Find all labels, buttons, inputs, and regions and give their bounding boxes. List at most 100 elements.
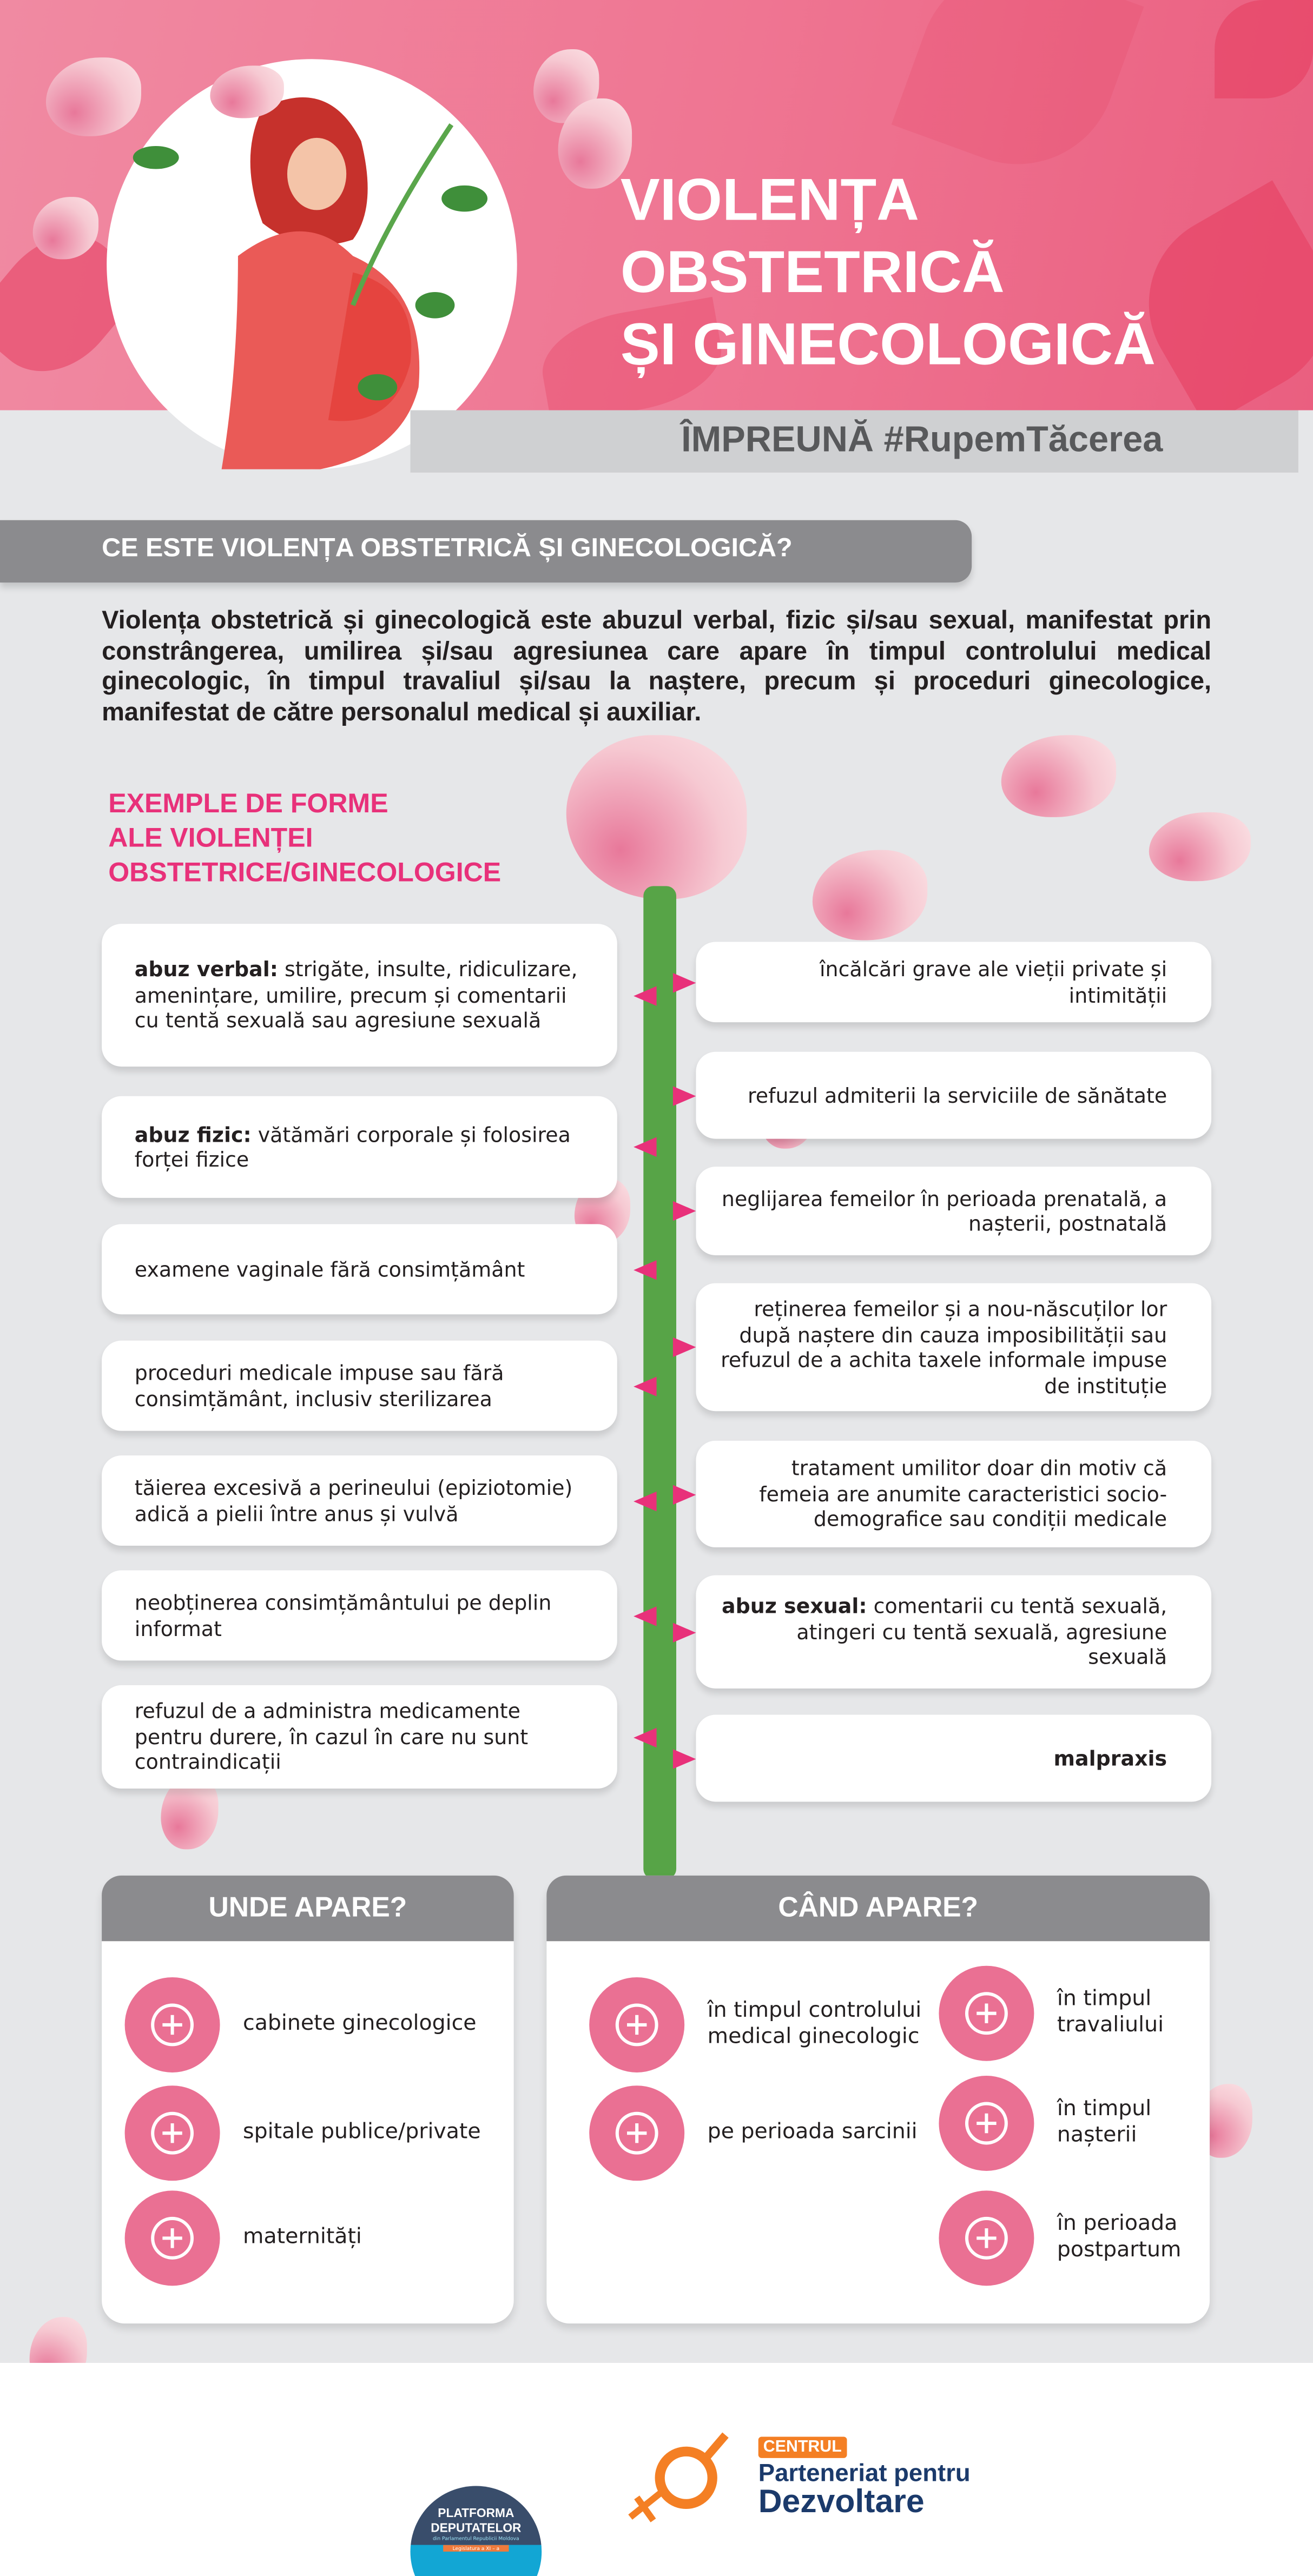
title-line: VIOLENȚA <box>620 165 920 233</box>
page-title: VIOLENȚA OBSTETRICĂ ȘI GINECOLOGICĂ <box>621 164 1156 380</box>
example-text: reținerea femeilor și a nou-născuților l… <box>719 1296 1167 1398</box>
examples-heading: EXEMPLE DE FORME ALE VIOLENȚEI OBSTETRIC… <box>108 787 601 891</box>
location-item: spitale publice/private <box>124 2085 503 2181</box>
item-label: în timpul controlului medical ginecologi… <box>707 1998 922 2050</box>
section-heading: CE ESTE VIOLENȚA OBSTETRICĂ ȘI GINECOLOG… <box>0 520 972 583</box>
when-panel: CÂND APARE? în timpul controlului medica… <box>546 1875 1210 2324</box>
logo-text: Legislatura a XI – a <box>443 2545 509 2552</box>
arrow-icon <box>634 1727 657 1747</box>
pregnant-woman-illustration <box>107 59 517 469</box>
postpartum-icon <box>939 2190 1034 2286</box>
example-card: abuz verbal: strigăte, insulte, ridiculi… <box>102 924 617 1067</box>
example-description: proceduri medicale impuse sau fără consi… <box>134 1360 504 1410</box>
mother-baby-icon <box>124 2190 220 2286</box>
arrow-icon <box>634 1376 657 1396</box>
platforma-deputatelor-logo: PLATFORMA DEPUTATELOR din Parlamentul Re… <box>410 2486 542 2576</box>
heading-line: OBSTETRICE/GINECOLOGICE <box>108 858 502 888</box>
pregnancy-icon <box>589 2085 685 2181</box>
where-heading: UNDE APARE? <box>102 1875 514 1942</box>
gender-symbol-logo-icon <box>624 2425 755 2524</box>
petal-decoration <box>32 197 99 260</box>
logo-text: DEPUTATELOR <box>431 2520 522 2535</box>
location-item: maternități <box>124 2190 503 2286</box>
hospital-bed-icon <box>124 2085 220 2181</box>
example-description: strigăte, insulte, ridiculizare, ameninț… <box>134 957 578 1033</box>
example-description: neobținerea consimțământului pe deplin i… <box>134 1590 552 1640</box>
example-text: refuzul admiterii la serviciile de sănăt… <box>748 1083 1167 1108</box>
flower-icon <box>566 735 747 899</box>
example-label: abuz fizic: <box>134 1121 252 1147</box>
labor-icon <box>939 1965 1034 2061</box>
item-label: în timpul nașterii <box>1057 2097 1152 2148</box>
example-description: încălcări grave ale vieții private și in… <box>820 956 1167 1007</box>
example-card: refuzul admiterii la serviciile de sănăt… <box>696 1051 1212 1139</box>
example-text: tratament umilitor doar din motiv că fem… <box>719 1456 1167 1532</box>
slogan-bar <box>410 410 1298 473</box>
location-item: în timpul nașterii <box>939 2076 1201 2171</box>
example-card: proceduri medicale impuse sau fără consi… <box>102 1340 617 1431</box>
logo-text: PLATFORMA <box>438 2505 514 2521</box>
example-card: refuzul de a administra medicamente pent… <box>102 1685 617 1789</box>
example-description: neglijarea femeilor în perioada prenatal… <box>721 1186 1167 1236</box>
where-panel: UNDE APARE? cabinete ginecologice spitale… <box>102 1875 514 2324</box>
example-card: malpraxis <box>696 1714 1212 1802</box>
example-text: abuz sexual: comentarii cu tentă sexuală… <box>719 1594 1167 1670</box>
definition-text: Violența obstetrică și ginecologică este… <box>102 607 1212 726</box>
item-label: în perioada postpartum <box>1057 2211 1182 2263</box>
example-description: tăierea excesivă a perineului (epiziotom… <box>134 1475 573 1526</box>
title-line: ȘI GINECOLOGICĂ <box>620 310 1156 378</box>
logo-text: din Parlamentul Republicii Moldova <box>433 2535 519 2542</box>
leaf-decoration <box>1215 0 1313 99</box>
petal-decoration <box>1001 735 1117 817</box>
example-label: abuz sexual: <box>722 1593 867 1619</box>
example-card: tăierea excesivă a perineului (epiziotom… <box>102 1455 617 1546</box>
example-description: refuzul admiterii la serviciile de sănăt… <box>748 1082 1167 1108</box>
arrow-icon <box>672 1337 696 1357</box>
example-label: malpraxis <box>1053 1745 1167 1770</box>
example-text: abuz verbal: strigăte, insulte, ridiculi… <box>135 957 595 1034</box>
petal-decoration <box>558 98 632 189</box>
petal-decoration <box>1149 812 1251 882</box>
example-text: examene vaginale fără consimțământ <box>135 1256 525 1282</box>
petal-decoration <box>210 65 284 118</box>
leaf-decoration <box>891 0 1144 192</box>
birth-icon <box>939 2076 1034 2171</box>
item-label: în timpul travaliului <box>1057 1987 1164 2038</box>
item-label: cabinete ginecologice <box>243 2011 477 2037</box>
example-card: examene vaginale fără consimțământ <box>102 1224 617 1315</box>
heading-line: ALE VIOLENȚEI <box>108 824 313 853</box>
example-text: proceduri medicale impuse sau fără consi… <box>135 1360 595 1411</box>
heading-line: EXEMPLE DE FORME <box>108 789 388 819</box>
arrow-icon <box>634 985 657 1005</box>
item-label: pe perioada sarcinii <box>707 2120 918 2145</box>
gynecology-chair-icon <box>124 1977 220 2072</box>
example-card: încălcări grave ale vieții private și in… <box>696 942 1212 1023</box>
logo-text: Dezvoltare <box>758 2484 925 2521</box>
logo-text: Parteneriat pentru <box>758 2459 971 2488</box>
slogan: ÎMPREUNĂ #RupemTăcerea <box>681 418 1163 460</box>
uterus-exam-icon <box>589 1977 685 2072</box>
example-text: încălcări grave ale vieții private și in… <box>719 957 1167 1008</box>
arrow-icon <box>634 1259 657 1280</box>
arrow-icon <box>672 1748 696 1769</box>
example-text: neobținerea consimțământului pe deplin i… <box>135 1590 595 1641</box>
example-description: refuzul de a administra medicamente pent… <box>134 1698 529 1774</box>
example-card: tratament umilitor doar din motiv că fem… <box>696 1440 1212 1548</box>
petal-decoration <box>45 57 141 136</box>
arrow-icon <box>672 1622 696 1642</box>
location-item: în timpul controlului medical ginecologi… <box>589 1977 934 2072</box>
arrow-icon <box>672 1484 696 1504</box>
petal-decoration <box>812 850 928 941</box>
example-card: abuz fizic: vătămări corporale și folosi… <box>102 1096 617 1198</box>
example-description: vătămări corporale și folosirea forței f… <box>134 1121 571 1172</box>
example-card: neobținerea consimțământului pe deplin i… <box>102 1570 617 1661</box>
item-label: spitale publice/private <box>243 2120 481 2145</box>
title-line: OBSTETRICĂ <box>620 237 1005 306</box>
example-text: tăierea excesivă a perineului (epiziotom… <box>135 1475 595 1526</box>
example-text: abuz fizic: vătămări corporale și folosi… <box>135 1122 595 1173</box>
logo-tag: CENTRUL <box>758 2436 847 2458</box>
arrow-icon <box>672 1085 696 1105</box>
footer: PLATFORMA DEPUTATELOR din Parlamentul Re… <box>0 2362 1313 2576</box>
arrow-icon <box>672 972 696 992</box>
